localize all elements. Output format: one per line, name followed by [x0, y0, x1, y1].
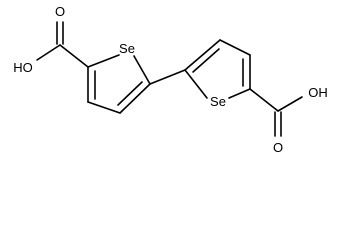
bond-c2-se-right: [228, 88, 251, 99]
bond-c2-cooh-left: [59, 44, 89, 68]
se-label-left: Se: [119, 41, 135, 56]
bond-c5-se-left: [133, 55, 151, 85]
chemical-structure: Se Se HO O OH O: [13, 4, 328, 155]
bond-c5-c4-right-double: [192, 48, 220, 73]
bond-c4-c3-right: [219, 39, 251, 56]
left-selenophene-ring: [87, 54, 151, 114]
bond-biaryl: [149, 69, 186, 85]
o-label-left: O: [55, 4, 65, 19]
bond-c5-c4-right: [184, 39, 221, 71]
bond-c-oh-left: [36, 44, 61, 61]
right-carboxyl-group: [249, 88, 303, 137]
right-selenophene-ring: [184, 39, 251, 99]
o-label-right: O: [273, 140, 283, 155]
bond-se-c5-right: [184, 69, 208, 99]
bond-c3-c4-left: [87, 101, 121, 114]
left-carboxyl-group: [36, 21, 89, 68]
bond-c2-cooh-right: [249, 88, 279, 112]
se-label-right: Se: [210, 94, 226, 109]
oh-label-right: OH: [308, 85, 328, 100]
bond-c-oh-right: [277, 96, 303, 112]
oh-label-left: HO: [13, 60, 33, 75]
bond-c4-c5-left-double: [117, 81, 143, 106]
bond-se-c2-left: [87, 54, 120, 68]
bond-c4-c5-left: [119, 83, 151, 114]
